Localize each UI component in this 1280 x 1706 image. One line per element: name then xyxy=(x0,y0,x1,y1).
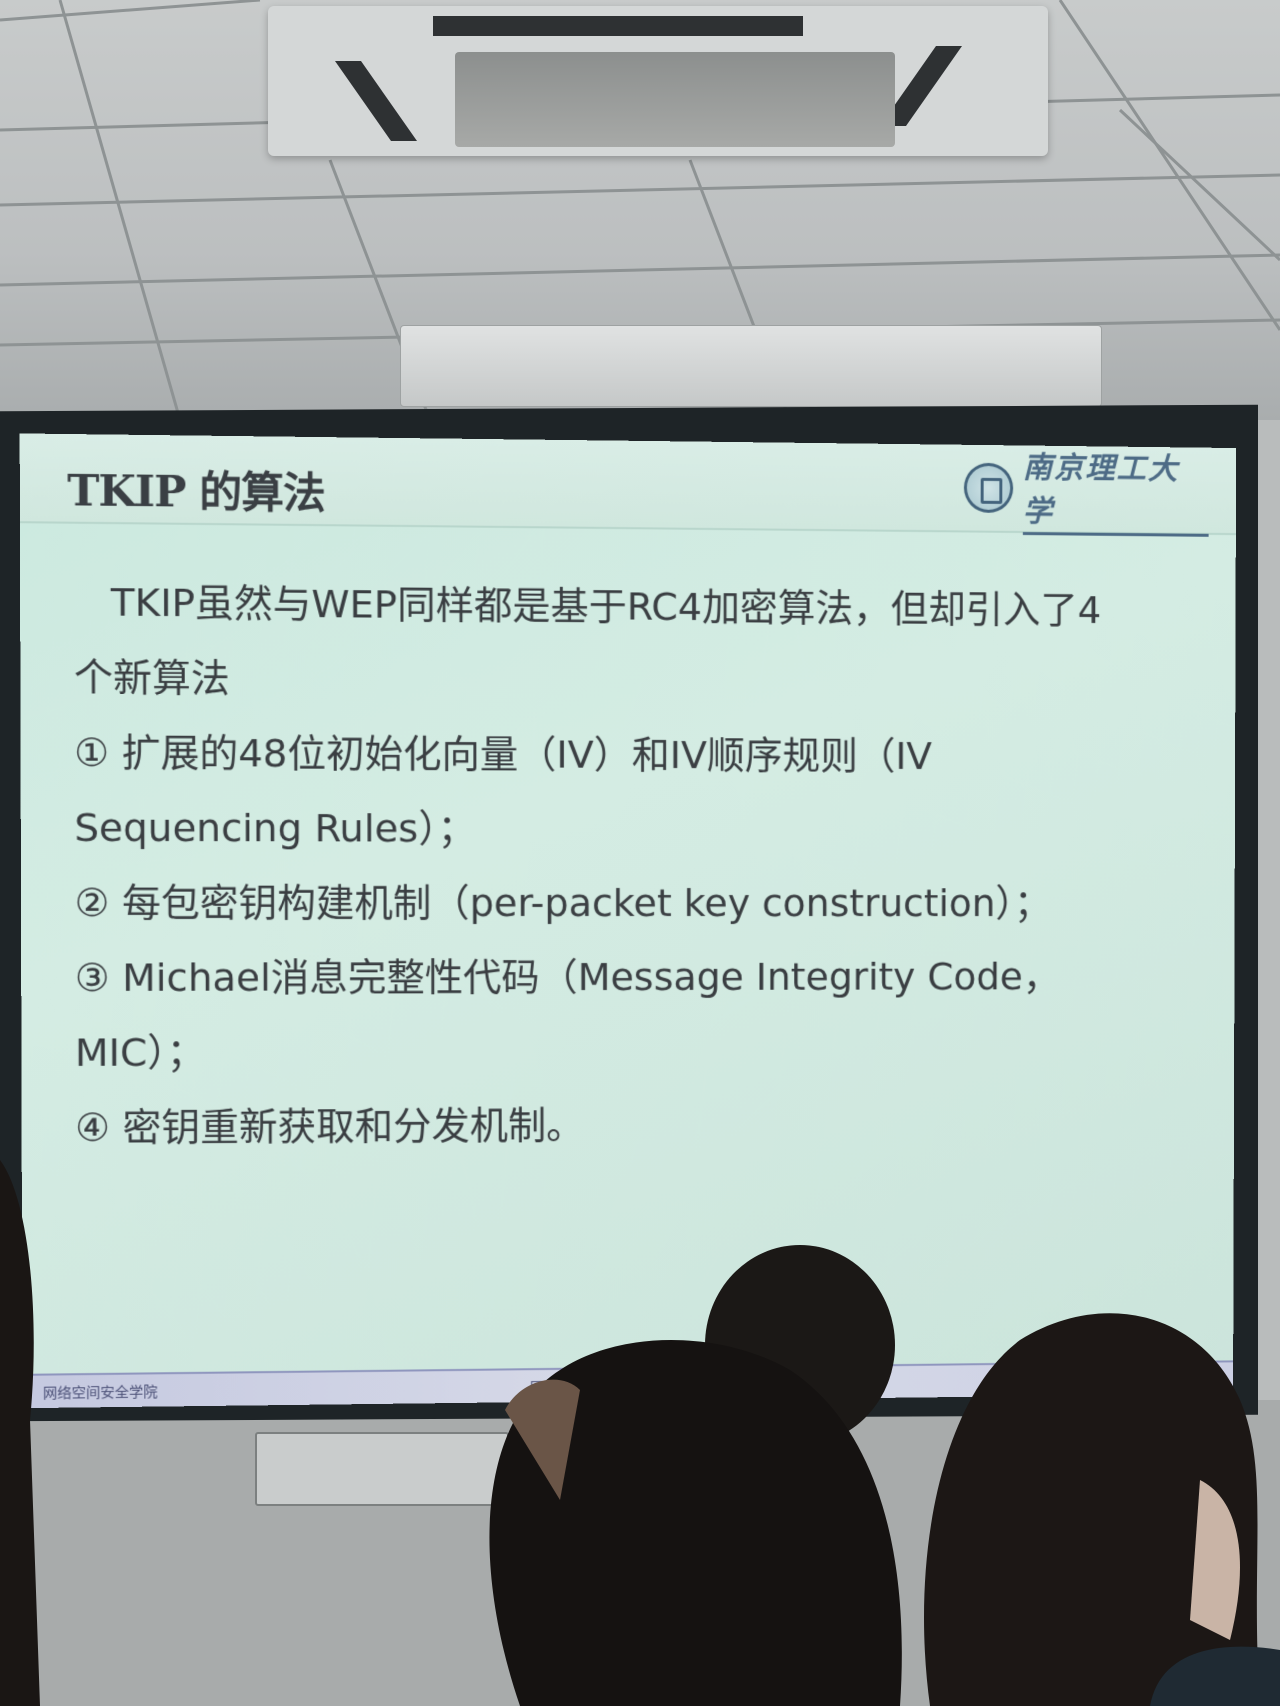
slide-header: TKIP 的算法 南京理工大学 xyxy=(19,433,1237,537)
footer-school: 网络空间安全学院 xyxy=(42,1384,158,1402)
list-item-2: ② 每包密钥构建机制（per-packet key construction）； xyxy=(74,880,1052,926)
university-logo: 南京理工大学 xyxy=(963,442,1209,537)
slide: TKIP 的算法 南京理工大学 TKIP虽然与WEP同样都是基于RC4加密算法，… xyxy=(19,433,1237,1409)
wall-fixture xyxy=(255,1432,509,1506)
intro-line-2: 个新算法 xyxy=(73,654,230,701)
footer-course: 网络与 xyxy=(529,1379,572,1397)
list-item-3-line-1: ③ Michael消息完整性代码（Message Integrity Code， xyxy=(74,954,1061,1001)
university-name: 南京理工大学 xyxy=(1022,442,1209,537)
university-seal-icon xyxy=(963,462,1013,514)
slide-title: TKIP 的算法 xyxy=(67,465,325,519)
air-conditioner-panel xyxy=(455,52,895,147)
list-item-1-line-2: Sequencing Rules）； xyxy=(74,805,476,851)
list-item-4: ④ 密钥重新获取和分发机制。 xyxy=(75,1103,585,1150)
projector-screen-casing xyxy=(400,325,1102,407)
list-item-3-line-2: MIC）； xyxy=(74,1030,206,1075)
slide-body: TKIP虽然与WEP同样都是基于RC4加密算法，但却引入了4 个新算法 ① 扩展… xyxy=(74,564,1215,1165)
intro-line-1: TKIP虽然与WEP同样都是基于RC4加密算法，但却引入了4 xyxy=(110,580,1102,632)
wall xyxy=(0,1400,1280,1706)
list-item-1-line-1: ① 扩展的48位初始化向量（IV）和IV顺序规则（IV xyxy=(74,730,933,778)
